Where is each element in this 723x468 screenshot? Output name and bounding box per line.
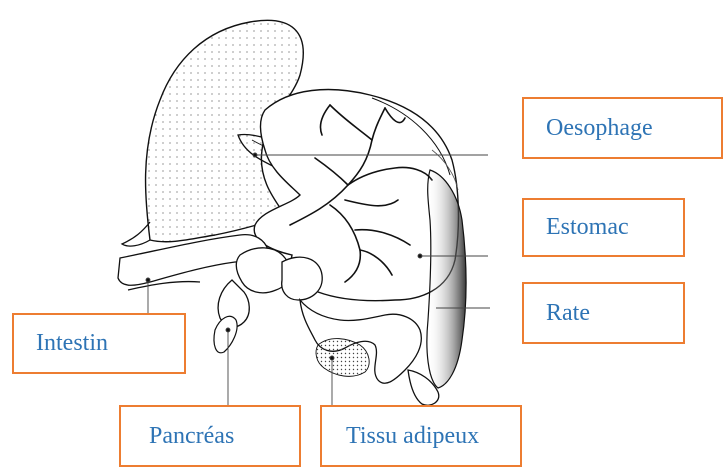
- label-oesophage-text: Oesophage: [546, 115, 653, 142]
- label-estomac: Estomac: [522, 198, 685, 257]
- adipose-tissue: [316, 339, 369, 377]
- label-estomac-text: Estomac: [546, 214, 629, 241]
- pancreas-shape: [214, 316, 237, 352]
- label-intestin-text: Intestin: [36, 330, 108, 357]
- label-tissu-adipeux-text: Tissu adipeux: [346, 423, 479, 450]
- label-oesophage: Oesophage: [522, 97, 723, 159]
- label-pancreas-text: Pancréas: [149, 423, 234, 450]
- label-rate: Rate: [522, 282, 685, 344]
- label-pancreas: Pancréas: [119, 405, 301, 467]
- label-intestin: Intestin: [12, 313, 186, 374]
- label-tissu-adipeux: Tissu adipeux: [320, 405, 522, 467]
- label-rate-text: Rate: [546, 300, 590, 327]
- spleen-shape: [427, 170, 466, 388]
